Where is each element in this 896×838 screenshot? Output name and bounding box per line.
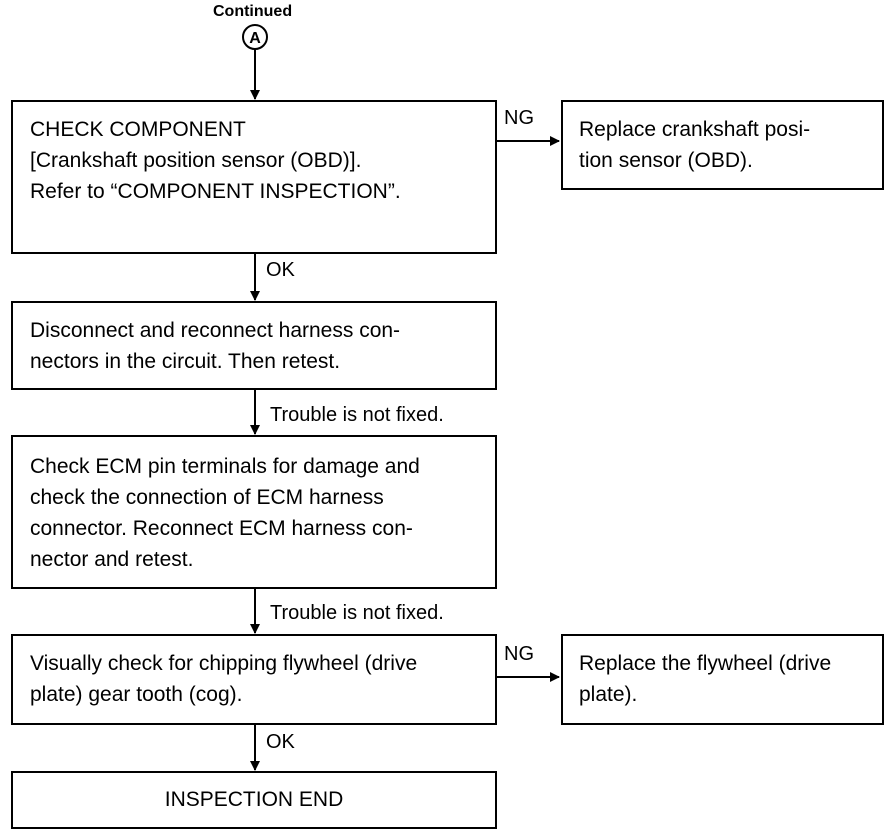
- edge-label-not-fixed-1: Trouble is not fixed.: [270, 404, 444, 426]
- replace-flywheel-box: Replace the flywheel (drive plate).: [561, 634, 884, 725]
- check-ecm-line-4: nector and retest.: [30, 548, 194, 571]
- reconnect-harness-line-2: nectors in the circuit. Then retest.: [30, 350, 341, 373]
- replace-flywheel-line-2: plate).: [579, 683, 638, 706]
- inspection-end-text: INSPECTION END: [164, 788, 344, 811]
- check-flywheel-line-2: plate) gear tooth (cog).: [30, 683, 243, 706]
- edge-label-ng-2: NG: [504, 643, 534, 665]
- edge-label-ok-2: OK: [266, 731, 295, 753]
- replace-flywheel-line-1: Replace the flywheel (drive: [579, 652, 832, 675]
- replace-sensor-box: Replace crankshaft posi- tion sensor (OB…: [561, 100, 884, 190]
- check-flywheel-line-1: Visually check for chipping flywheel (dr…: [30, 652, 418, 675]
- check-ecm-line-2: check the connection of ECM harness: [30, 486, 384, 509]
- check-flywheel-box: Visually check for chipping flywheel (dr…: [11, 634, 497, 725]
- edge-label-ng-1: NG: [504, 107, 534, 129]
- replace-sensor-line-1: Replace crankshaft posi-: [579, 118, 811, 141]
- replace-sensor-line-2: tion sensor (OBD).: [579, 149, 753, 172]
- check-ecm-box: Check ECM pin terminals for damage and c…: [11, 435, 497, 589]
- check-component-line-3: Refer to “COMPONENT INSPECTION”.: [30, 180, 401, 203]
- edge-label-ok-1: OK: [266, 259, 295, 281]
- check-component-line-2: [Crankshaft position sensor (OBD)].: [30, 149, 362, 172]
- check-ecm-line-3: connector. Reconnect ECM harness con-: [30, 517, 413, 540]
- continued-label: Continued: [213, 3, 293, 20]
- check-ecm-line-1: Check ECM pin terminals for damage and: [30, 455, 420, 478]
- reconnect-harness-box: Disconnect and reconnect harness con- ne…: [11, 301, 497, 390]
- edge-label-not-fixed-2: Trouble is not fixed.: [270, 602, 444, 624]
- check-component-line-1: CHECK COMPONENT: [30, 118, 246, 141]
- connector-a-letter: A: [249, 30, 261, 47]
- reconnect-harness-line-1: Disconnect and reconnect harness con-: [30, 319, 401, 342]
- inspection-end-box: INSPECTION END: [11, 771, 497, 829]
- check-component-box: CHECK COMPONENT [Crankshaft position sen…: [11, 100, 497, 254]
